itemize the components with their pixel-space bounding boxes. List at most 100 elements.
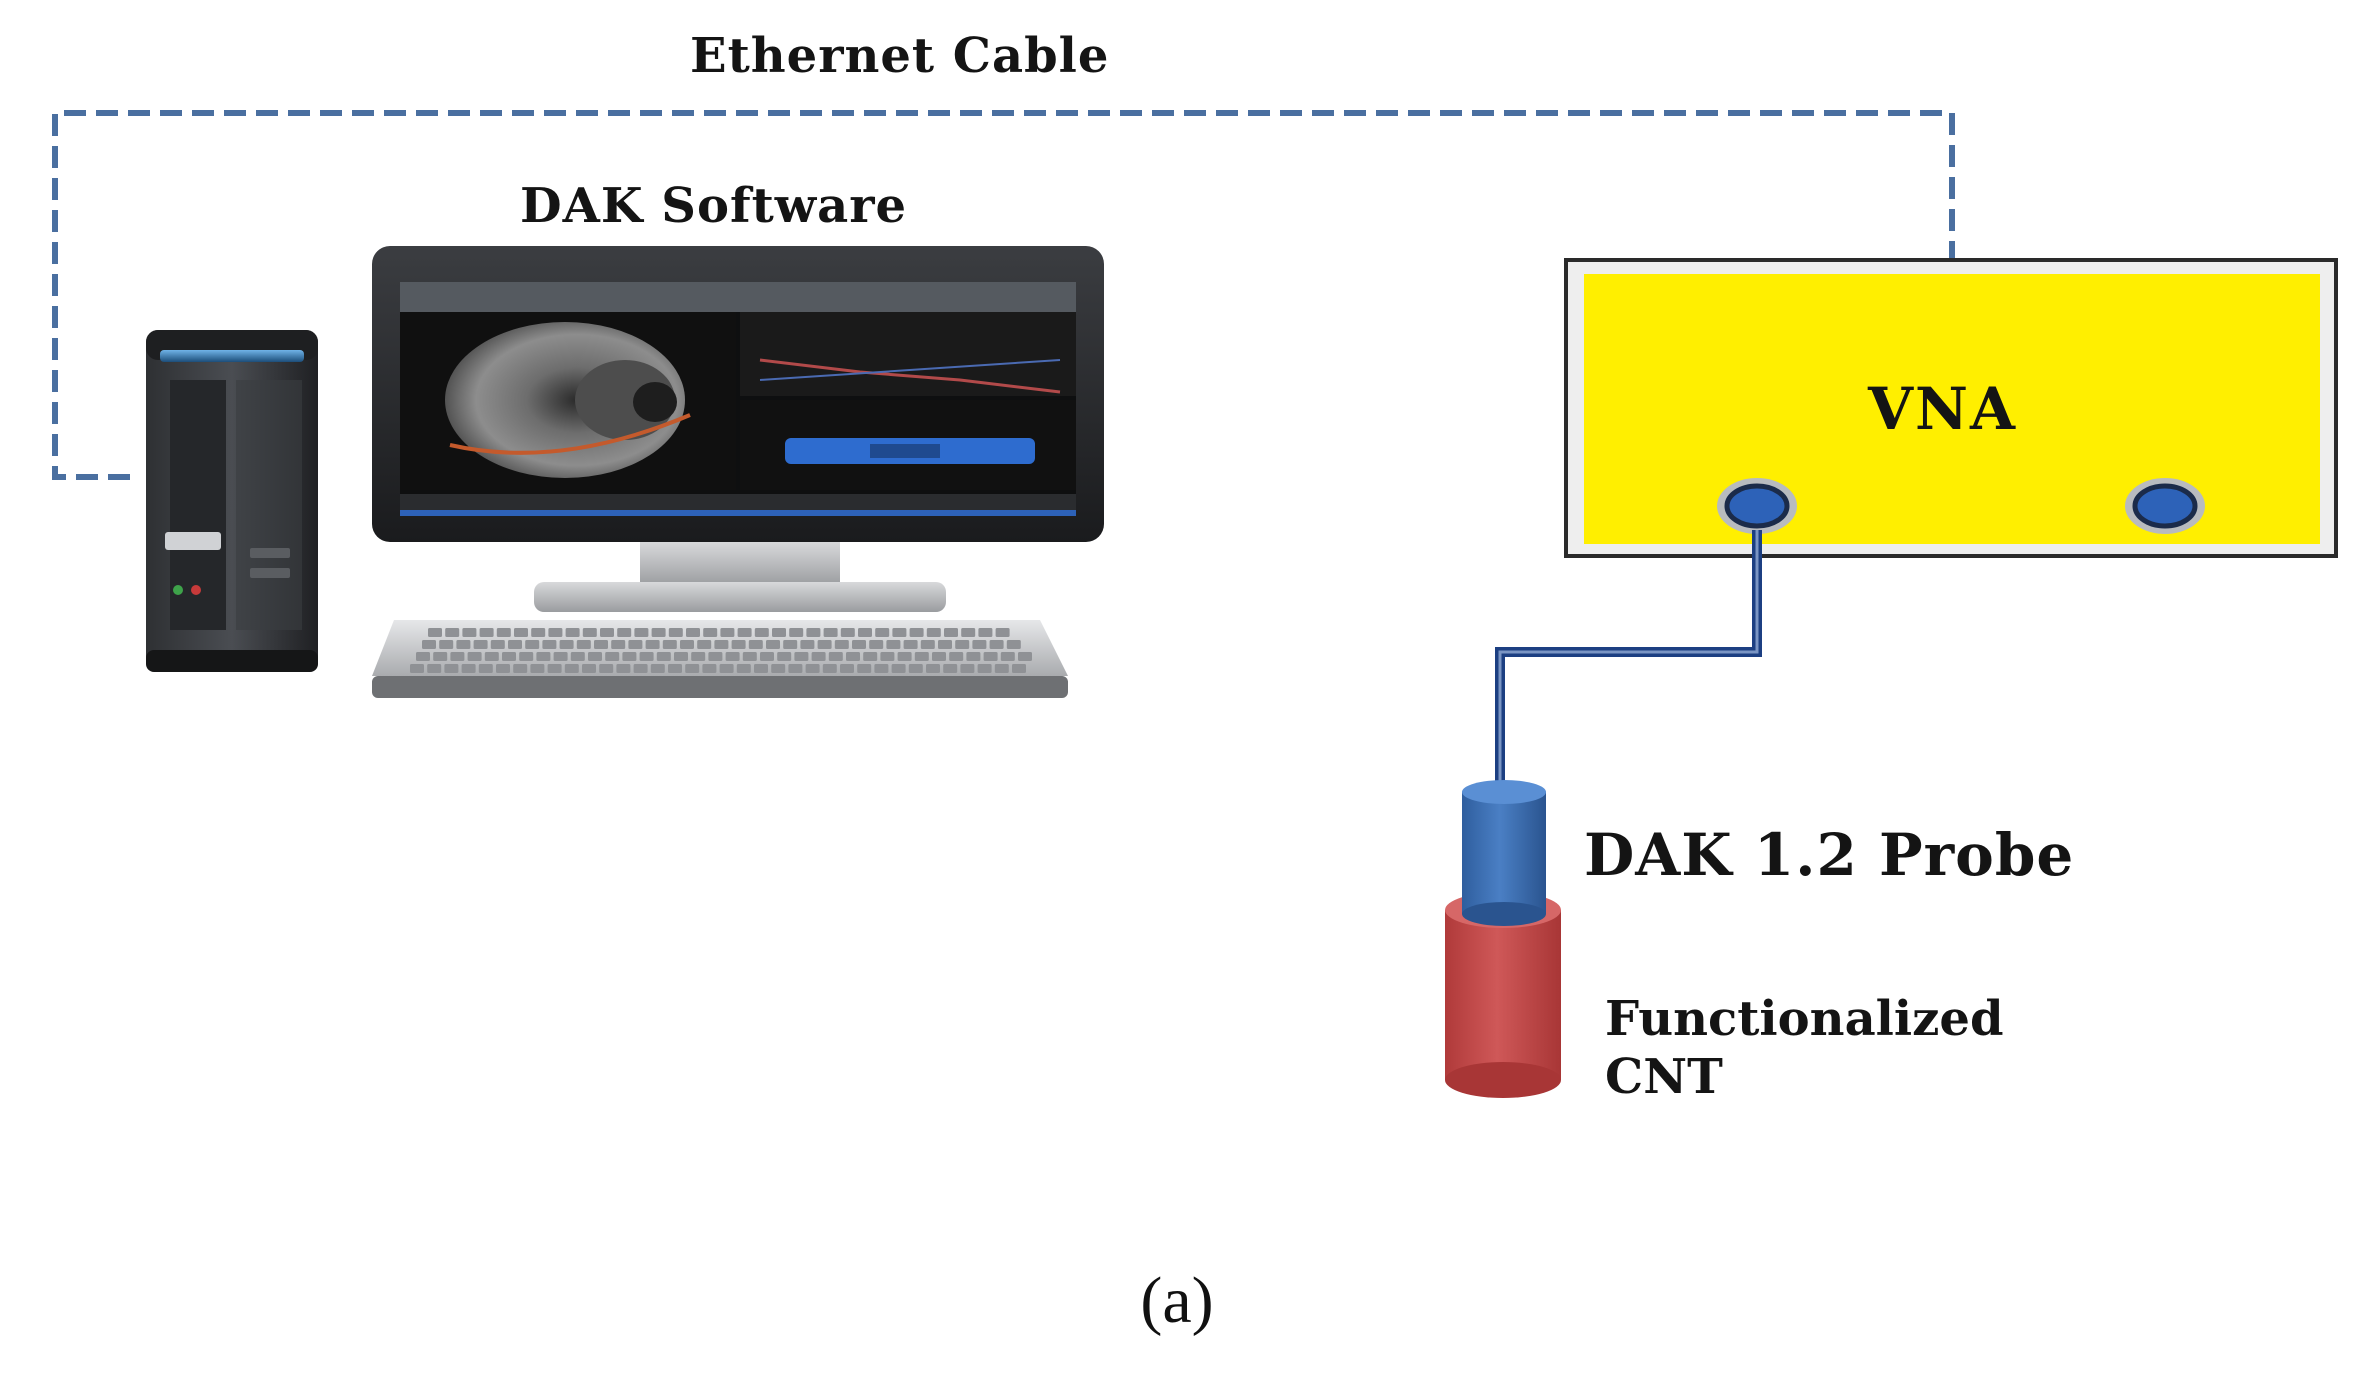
keyboard-key bbox=[943, 664, 958, 673]
keyboard-key bbox=[461, 664, 476, 673]
keyboard-key bbox=[714, 640, 729, 649]
monitor-icon bbox=[372, 246, 1104, 612]
keyboard-key bbox=[852, 640, 866, 649]
keyboard-key bbox=[742, 652, 757, 661]
keyboard-key bbox=[531, 628, 546, 637]
keyboard-key bbox=[611, 640, 626, 649]
keyboard-key bbox=[874, 664, 889, 673]
keyboard-key bbox=[908, 664, 923, 673]
keyboard-key bbox=[960, 664, 975, 673]
keyboard-key bbox=[582, 628, 597, 637]
keyboard-key bbox=[892, 628, 907, 637]
keyboard-key bbox=[479, 628, 494, 637]
figure-caption: (a) bbox=[1140, 1264, 1214, 1337]
ethernet-cable-label: Ethernet Cable bbox=[690, 28, 1110, 84]
keyboard-key bbox=[1012, 664, 1026, 673]
keyboard-key bbox=[719, 664, 734, 673]
keyboard-key bbox=[617, 628, 632, 637]
keyboard-key bbox=[736, 664, 751, 673]
keyboard-key bbox=[977, 664, 992, 673]
keyboard-key bbox=[903, 640, 918, 649]
keyboard-key bbox=[594, 640, 608, 649]
keyboard-key bbox=[748, 640, 763, 649]
keyboard-key bbox=[616, 664, 631, 673]
keyboard-key bbox=[473, 640, 488, 649]
keyboard-key bbox=[530, 664, 545, 673]
keyboard-icon bbox=[372, 620, 1068, 698]
keyboard-key bbox=[944, 628, 958, 637]
keyboard-key bbox=[909, 628, 924, 637]
keyboard-key bbox=[444, 664, 459, 673]
keyboard-key bbox=[656, 652, 671, 661]
keyboard-key bbox=[508, 640, 522, 649]
keyboard-key bbox=[599, 664, 614, 673]
keyboard-key bbox=[439, 640, 454, 649]
keyboard-key bbox=[737, 628, 752, 637]
vna-label: VNA bbox=[1868, 375, 2018, 443]
keyboard-key bbox=[462, 628, 477, 637]
keyboard-key bbox=[891, 664, 906, 673]
keyboard-key bbox=[994, 664, 1009, 673]
keyboard-key bbox=[834, 640, 849, 649]
keyboard-key bbox=[914, 652, 929, 661]
keyboard-key bbox=[645, 640, 660, 649]
keyboard-key bbox=[708, 652, 723, 661]
keyboard-key bbox=[691, 652, 706, 661]
keyboard-key bbox=[564, 664, 579, 673]
keyboard-key bbox=[995, 628, 1010, 637]
keyboard-key bbox=[519, 652, 534, 661]
keyboard-key bbox=[576, 640, 591, 649]
keyboard-key bbox=[600, 628, 614, 637]
keyboard-key bbox=[570, 652, 585, 661]
keyboard-key bbox=[703, 628, 718, 637]
vna-port-2-icon bbox=[2125, 478, 2205, 534]
keyboard-key bbox=[754, 664, 768, 673]
sample-label-line-2: CNT bbox=[1605, 1049, 1723, 1105]
sample-label: Functionalized CNT bbox=[1605, 990, 2004, 1106]
keyboard-key bbox=[686, 628, 700, 637]
keyboard-key bbox=[536, 652, 551, 661]
keyboard-key bbox=[783, 640, 798, 649]
vna-port-1-icon bbox=[1717, 478, 1797, 534]
keyboard-key bbox=[496, 628, 511, 637]
keyboard-key bbox=[680, 640, 694, 649]
keyboard-key bbox=[633, 664, 648, 673]
probe-cable-line bbox=[1495, 530, 1762, 786]
keyboard-key bbox=[823, 628, 838, 637]
ethernet-cable-line bbox=[52, 110, 1955, 480]
keyboard-key bbox=[955, 640, 970, 649]
keyboard-key bbox=[766, 640, 780, 649]
keyboard-key bbox=[989, 640, 1004, 649]
keyboard-key bbox=[542, 640, 557, 649]
keyboard-key bbox=[794, 652, 809, 661]
keyboard-key bbox=[697, 640, 712, 649]
keyboard-key bbox=[513, 664, 528, 673]
keyboard-key bbox=[496, 664, 510, 673]
keyboard-key bbox=[926, 628, 941, 637]
vna-instrument bbox=[1564, 258, 2338, 558]
keyboard-key bbox=[428, 628, 442, 637]
keyboard-key bbox=[966, 652, 981, 661]
keyboard-key bbox=[800, 640, 815, 649]
keyboard-key bbox=[863, 652, 878, 661]
keyboard-key bbox=[662, 640, 677, 649]
keyboard-key bbox=[422, 640, 436, 649]
keyboard-key bbox=[559, 640, 574, 649]
keyboard-key bbox=[777, 652, 792, 661]
keyboard-key bbox=[668, 664, 682, 673]
keyboard-key bbox=[702, 664, 717, 673]
keyboard-key bbox=[685, 664, 700, 673]
keyboard-key bbox=[605, 652, 620, 661]
keyboard-key bbox=[772, 628, 786, 637]
keyboard-key bbox=[788, 664, 803, 673]
keyboard-key bbox=[547, 664, 562, 673]
keyboard-key bbox=[650, 664, 665, 673]
keyboard-key bbox=[822, 664, 837, 673]
keyboard-key bbox=[920, 640, 935, 649]
keyboard-key bbox=[445, 628, 460, 637]
dak-probe bbox=[1462, 780, 1546, 926]
keyboard-key bbox=[886, 640, 901, 649]
keyboard-key bbox=[628, 640, 643, 649]
